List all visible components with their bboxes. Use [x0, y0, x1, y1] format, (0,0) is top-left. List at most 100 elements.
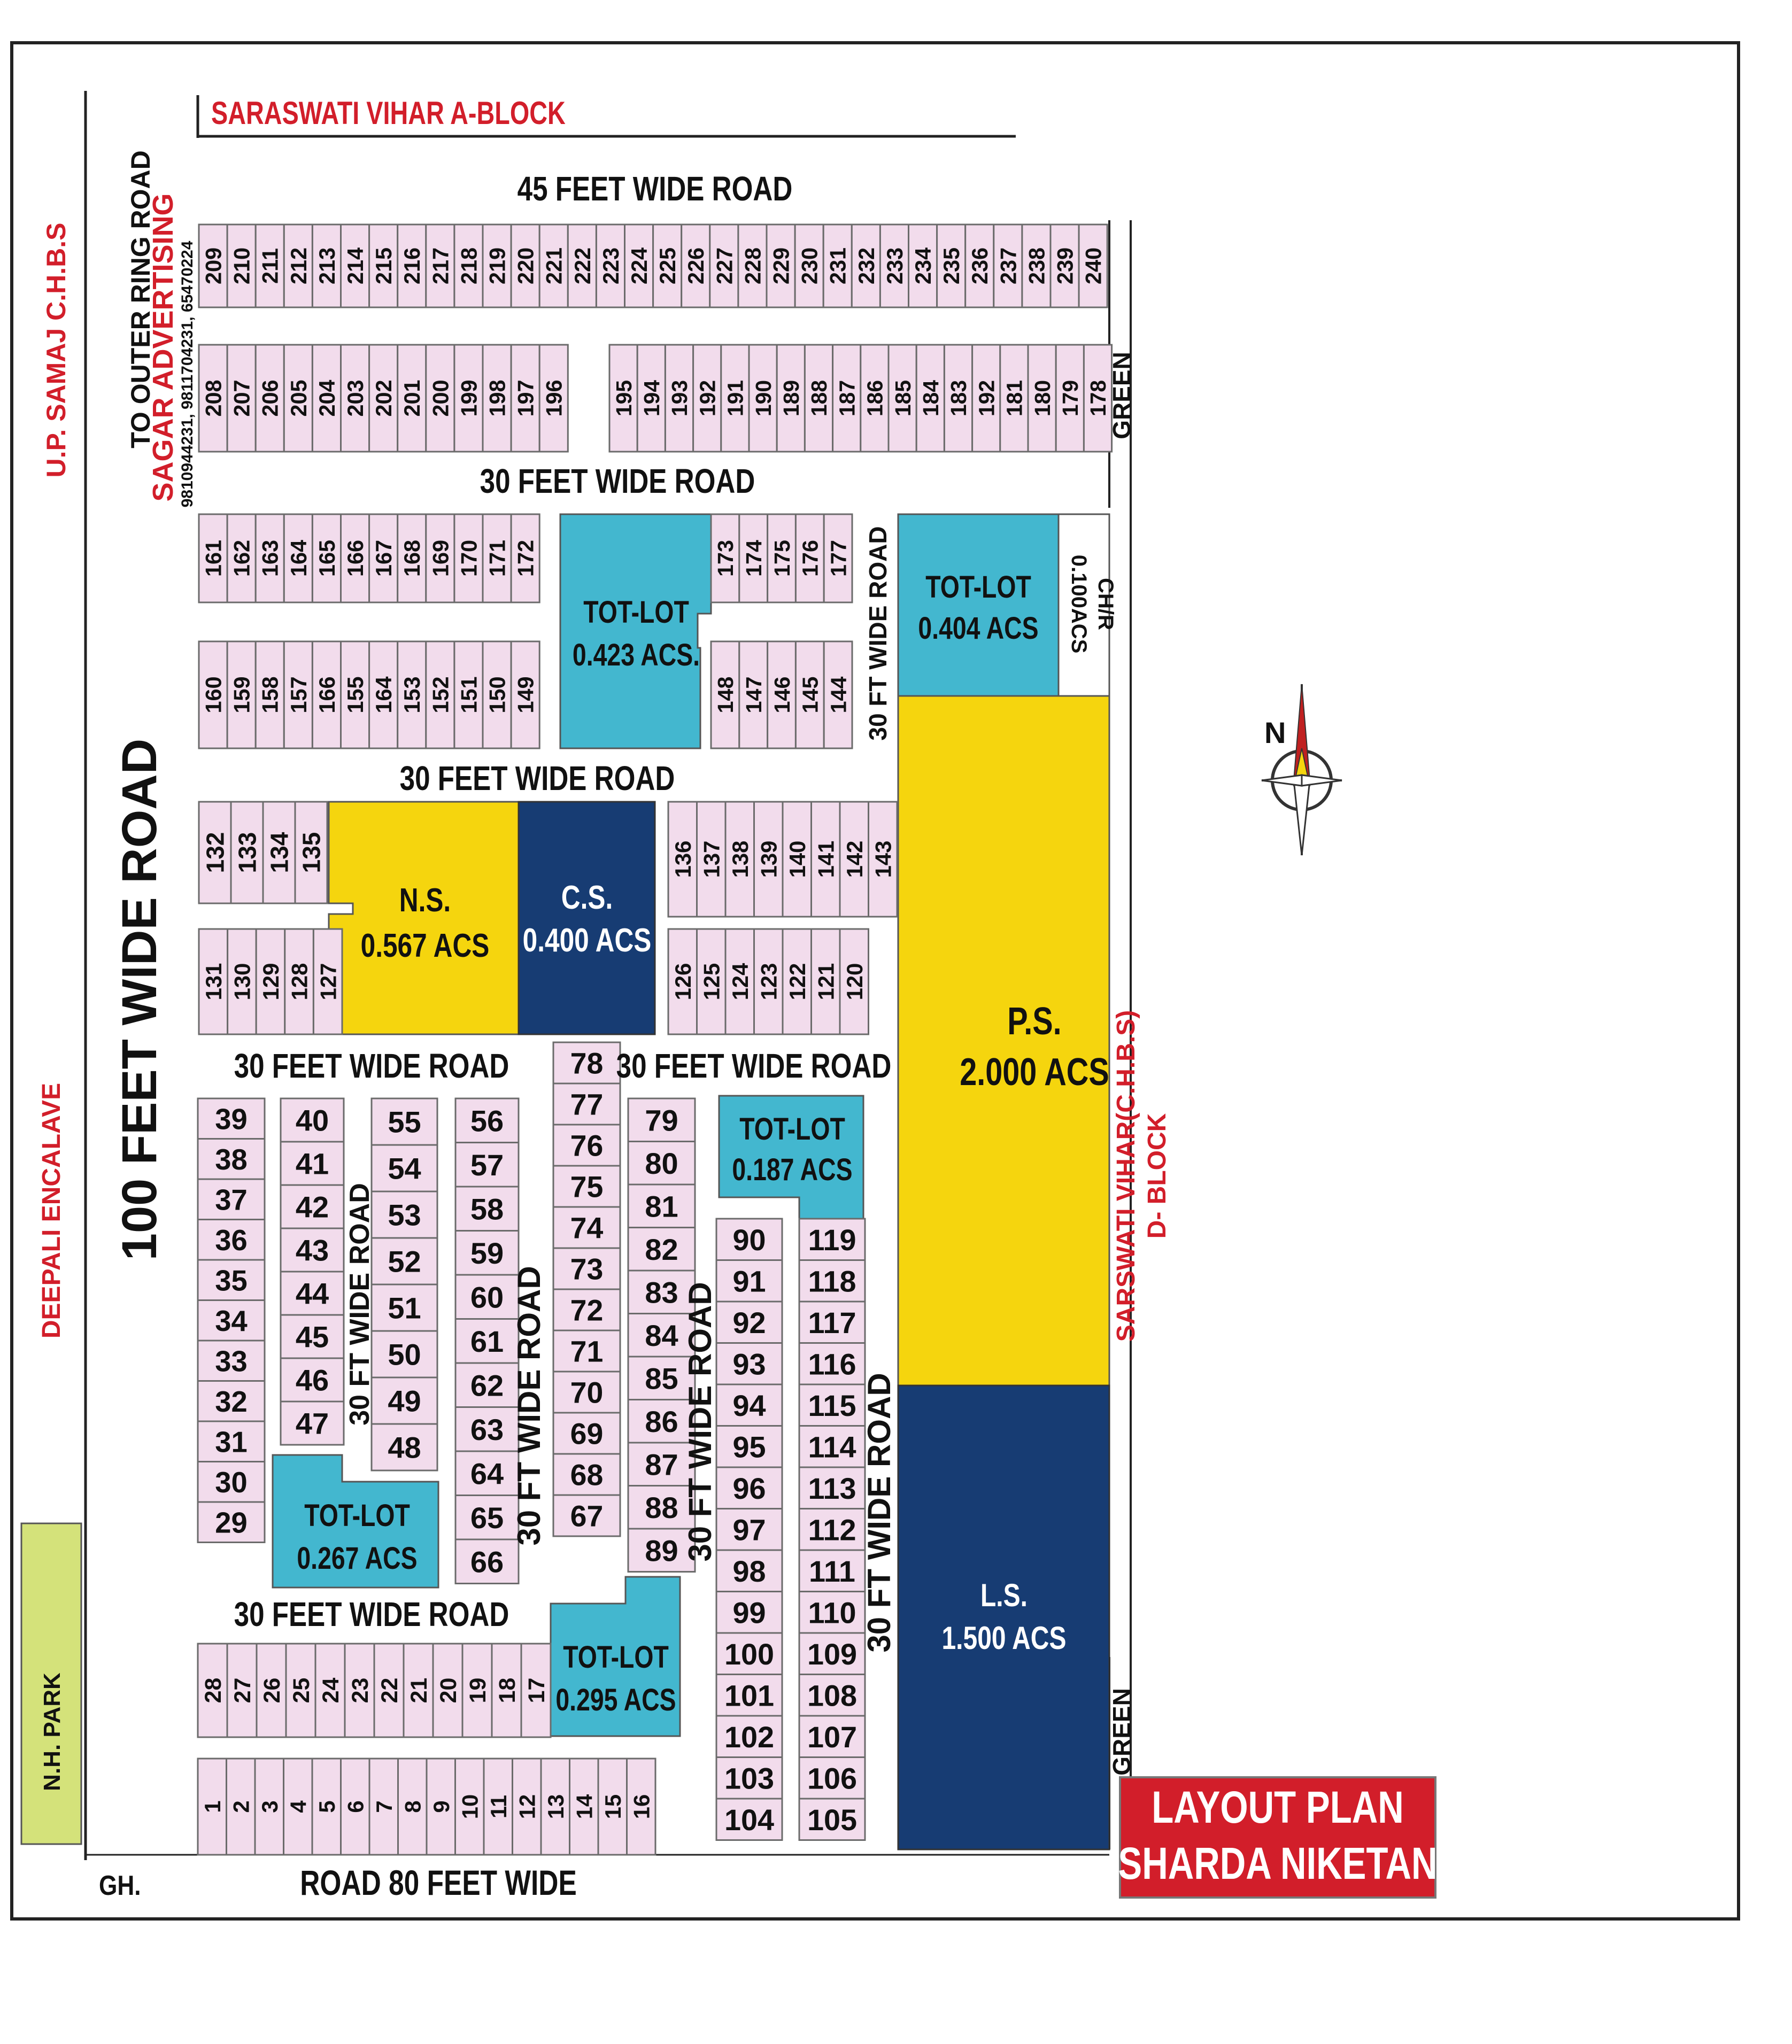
ps-block: [897, 695, 1110, 1387]
plot-number-3: 3: [257, 1800, 282, 1813]
plot-number-211: 211: [258, 248, 283, 284]
plot-number-107: 107: [807, 1720, 857, 1754]
totlot-b-area: 0.404 ACS: [918, 611, 1038, 646]
plot-number-91: 91: [732, 1264, 766, 1298]
plot-115: [798, 1383, 866, 1427]
advert-name: SAGAR ADVERTISING: [147, 193, 179, 501]
plot-117: [798, 1300, 866, 1344]
plot-210: [226, 223, 257, 308]
plot-134: [262, 801, 296, 904]
plot-number-51: 51: [388, 1291, 421, 1325]
plot-number-85: 85: [645, 1361, 678, 1395]
plot-number-210: 210: [230, 247, 254, 284]
plot-88: [627, 1485, 696, 1530]
plot-238: [1021, 223, 1052, 308]
plot-47: [280, 1400, 345, 1446]
plot-number-80: 80: [645, 1147, 678, 1180]
plot-187: [832, 344, 862, 453]
totlot-b-block: [897, 513, 1060, 697]
plot-141: [810, 801, 841, 918]
plot-number-179: 179: [1058, 380, 1083, 416]
ps-name: P.S.: [1007, 1000, 1061, 1043]
plot-228: [737, 223, 768, 308]
plot-number-200: 200: [428, 380, 453, 416]
plot-152: [425, 640, 455, 749]
plot-number-204: 204: [315, 380, 339, 416]
plot-number-166: 166: [315, 676, 339, 713]
plot-number-189: 189: [779, 380, 804, 416]
plot-214: [340, 223, 370, 308]
plot-15: [597, 1757, 628, 1856]
plot-number-176: 176: [798, 540, 823, 577]
plot-number-123: 123: [756, 963, 781, 1001]
plot-198: [482, 344, 512, 453]
plot-38: [197, 1138, 266, 1180]
plot-number-92: 92: [732, 1306, 766, 1340]
plot-207: [226, 344, 257, 453]
plot-16: [626, 1757, 656, 1856]
plot-200: [425, 344, 455, 453]
right-neighbour-label-1: SARSWATI VIHAR(C.H.B.S): [1112, 1010, 1140, 1342]
plot-157: [283, 640, 313, 749]
left-lower-neighbour-label: DEEPALI ENCALAVE: [37, 1083, 66, 1338]
plot-number-120: 120: [842, 963, 867, 1001]
plot-number-59: 59: [470, 1236, 504, 1270]
plot-number-56: 56: [470, 1104, 504, 1137]
plot-number-14: 14: [571, 1794, 597, 1819]
plot-number-175: 175: [770, 540, 794, 577]
plot-number-222: 222: [570, 247, 595, 284]
plot-number-141: 141: [813, 841, 838, 878]
plot-132: [198, 801, 232, 904]
plot-142: [839, 801, 869, 918]
plot-107: [798, 1715, 866, 1758]
road-top-label: 45 FEET WIDE ROAD: [517, 171, 793, 208]
plot-number-89: 89: [645, 1534, 678, 1567]
plot-number-12: 12: [514, 1794, 539, 1819]
plot-number-172: 172: [514, 540, 538, 577]
plot-224: [624, 223, 654, 308]
plot-27: [226, 1643, 258, 1738]
plot-45: [280, 1314, 345, 1359]
plot-124: [724, 928, 755, 1035]
plot-number-13: 13: [543, 1794, 568, 1819]
plot-number-119: 119: [808, 1223, 856, 1257]
plot-number-136: 136: [670, 841, 696, 878]
plot-14: [569, 1757, 599, 1856]
totlot-c-name: TOT-LOT: [739, 1112, 845, 1147]
map-frame: [10, 41, 1740, 1921]
right-neighbour-label-2: D- BLOCK: [1143, 1113, 1171, 1238]
plot-37: [197, 1178, 266, 1220]
plot-number-209: 209: [201, 247, 226, 284]
plot-48: [370, 1423, 438, 1472]
plot-196: [538, 344, 569, 453]
plot-number-44: 44: [296, 1277, 329, 1311]
plot-number-213: 213: [315, 247, 339, 284]
plot-189: [776, 344, 806, 453]
plot-number-5: 5: [314, 1800, 339, 1813]
plot-number-139: 139: [756, 841, 781, 878]
plot-number-235: 235: [939, 247, 964, 284]
plot-number-87: 87: [645, 1447, 678, 1481]
plot-number-127: 127: [315, 963, 341, 1001]
plot-54: [370, 1144, 438, 1193]
plot-149: [510, 640, 540, 749]
plot-number-86: 86: [645, 1405, 678, 1438]
plot-218: [453, 223, 484, 308]
plot-number-61: 61: [470, 1325, 504, 1358]
plot-110: [798, 1591, 866, 1634]
plot-34: [197, 1299, 266, 1342]
plot-80: [627, 1141, 696, 1186]
plot-79: [627, 1097, 696, 1142]
plot-7: [368, 1757, 399, 1856]
plot-233: [879, 223, 910, 308]
plot-number-168: 168: [400, 540, 424, 577]
plot-82: [627, 1227, 696, 1272]
plot-108: [798, 1674, 866, 1717]
plot-52: [370, 1237, 438, 1286]
plot-number-227: 227: [712, 247, 737, 284]
plot-number-21: 21: [406, 1678, 432, 1704]
plot-number-38: 38: [215, 1143, 247, 1176]
plot-216: [397, 223, 427, 308]
ls-name: L.S.: [980, 1577, 1028, 1613]
